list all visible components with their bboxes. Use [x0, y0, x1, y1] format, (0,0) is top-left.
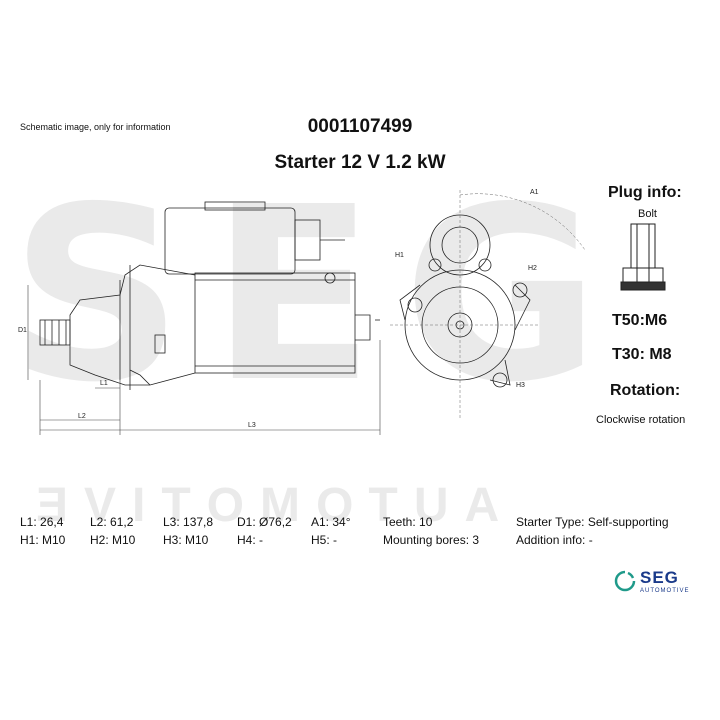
label-h2: H2 — [528, 265, 537, 272]
spec-addition-info: Addition info: - — [516, 533, 593, 547]
spec-mounting-bores: Mounting bores: 3 — [383, 533, 480, 547]
label-h3: H3 — [516, 382, 525, 389]
t50-info: T50:M6 — [612, 312, 668, 329]
plug-type: Bolt — [638, 208, 657, 220]
spec-h2: H2: M10 — [90, 533, 136, 547]
label-a1: A1 — [530, 189, 539, 196]
spec-h5: H5: - — [311, 533, 338, 547]
label-l1: L1 — [100, 380, 108, 387]
spec-starter-type: Starter Type: Self-supporting — [516, 515, 669, 529]
label-l2: L2 — [78, 413, 86, 420]
spec-l3: L3: 137,8 — [163, 515, 214, 529]
logo-sub: AUTOMOTIVE — [640, 588, 690, 594]
spec-l2: L2: 61,2 — [90, 515, 134, 529]
spec-h1: H1: M10 — [20, 533, 66, 547]
seg-logo-ring-icon — [614, 570, 636, 592]
seg-logo: SEG AUTOMOTIVE — [614, 568, 704, 602]
label-l3: L3 — [248, 422, 256, 429]
schematic-note: Schematic image, only for information — [20, 122, 171, 132]
rotation-value: Clockwise rotation — [596, 414, 686, 426]
spec-d1: D1: Ø76,2 — [237, 515, 292, 529]
starter-schematic: D1 L1 L2 L3 A1 H1 H2 H3 — [18, 189, 586, 435]
logo-brand: SEG — [640, 568, 679, 587]
spec-teeth: Teeth: 10 — [383, 515, 433, 529]
spec-a1: A1: 34° — [311, 515, 351, 529]
watermark-seg: SEG — [10, 155, 628, 435]
part-number: 0001107499 — [307, 116, 413, 137]
plug-info-heading: Plug info: — [608, 184, 682, 201]
spec-h3: H3: M10 — [163, 533, 209, 547]
rotation-heading: Rotation: — [610, 382, 681, 399]
label-d1: D1 — [18, 327, 27, 334]
bolt-icon — [620, 223, 666, 291]
label-h1: H1 — [395, 252, 404, 259]
product-title: Starter 12 V 1.2 kW — [274, 152, 446, 173]
motor-body — [194, 272, 356, 374]
spec-h4: H4: - — [237, 533, 264, 547]
spec-l1: L1: 26,4 — [20, 515, 64, 529]
t30-info: T30: M8 — [612, 346, 672, 363]
solenoid — [164, 207, 296, 275]
